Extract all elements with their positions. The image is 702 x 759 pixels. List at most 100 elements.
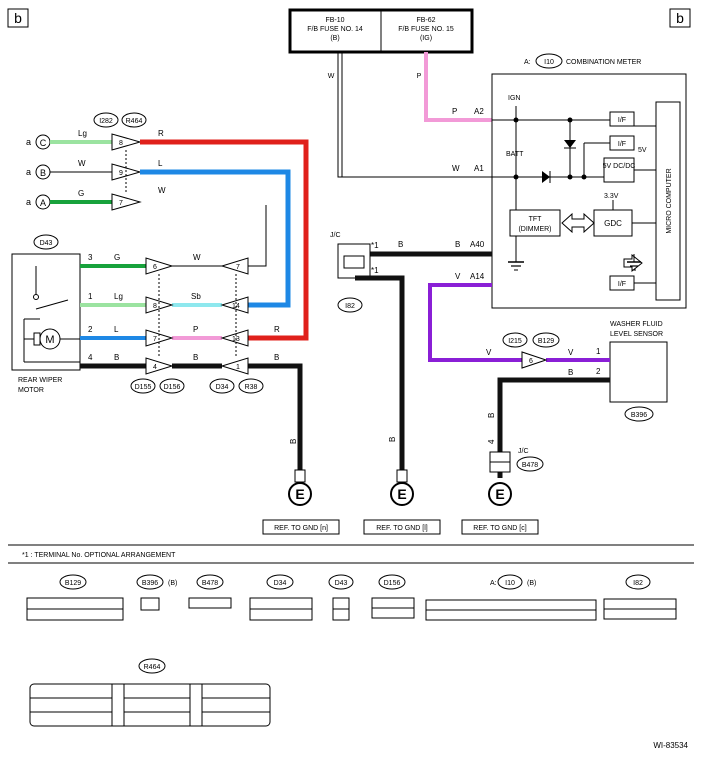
ground-3-ref: REF. TO GND [c] (473, 525, 526, 532)
washer-sensor-box (609, 341, 668, 403)
wire-b-washer (497, 377, 610, 478)
d-pin-4: 4 (153, 364, 157, 371)
row4-wire: B (114, 353, 119, 362)
abc-a-a: a (26, 197, 31, 207)
conn-d156: D156 (164, 384, 181, 391)
washer-title-1: WASHER FLUID (610, 321, 663, 328)
abc-inputs: a C Lg a B W a A G (26, 129, 112, 210)
page-marker-left (7, 8, 29, 28)
d-pin-6: 6 (153, 264, 157, 271)
face-label-d156: D156 (384, 580, 401, 587)
jc-label: J/C (330, 232, 341, 239)
abc-wire-g: G (78, 189, 84, 198)
abc-a-b: a (26, 167, 31, 177)
conn-r464: R464 (126, 118, 143, 125)
washer-wire-v-right: V (568, 348, 574, 357)
washer-wire-v-left: V (486, 348, 492, 357)
row1-wire: G (114, 253, 120, 262)
page-marker-right-text: b (676, 10, 684, 26)
washer-jc-pin: 4 (487, 439, 496, 444)
meter-wire-w: W (452, 164, 460, 173)
face-label-r464: R464 (144, 664, 161, 671)
fuse-1-id: FB-10 (325, 17, 344, 24)
wire-p-fuse (424, 52, 492, 122)
connector-d155-d156: 6 8 7 4 (145, 257, 174, 375)
ground-3-symbol: E (495, 486, 504, 502)
meter-dcdc: 5V DC/DC (603, 163, 636, 170)
rear-wiper-motor-box (11, 253, 81, 371)
wire-l-loop (140, 169, 291, 308)
abc-letter-a: A (40, 198, 46, 208)
washer-vertical-wire: B (487, 413, 496, 418)
face-label-i10-suffix: (B) (527, 580, 536, 587)
abc-out-r: R (158, 129, 164, 138)
jc-ref: I82 (345, 303, 355, 310)
d34-pin-7: 7 (236, 264, 240, 271)
meter-pin-a2: A2 (474, 107, 484, 116)
row1-mid-wire: W (193, 253, 201, 262)
meter-name: COMBINATION METER (566, 59, 641, 66)
meter-micro-label: MICRO COMPUTER (666, 168, 673, 233)
meter-gdc: GDC (604, 219, 622, 228)
ground-3: E REF. TO GND [c] (461, 482, 539, 535)
washer-wire-b: B (568, 368, 573, 377)
wire-r-loop (140, 139, 309, 341)
meter-if-1: I/F (618, 117, 626, 124)
meter-wire-p: P (452, 107, 457, 116)
wire-motor-ground (248, 363, 303, 478)
motor-symbol: M (45, 334, 54, 346)
page-marker-left-text: b (14, 10, 22, 26)
abc-wire-w: W (78, 159, 86, 168)
row1-pin: 3 (88, 253, 93, 262)
ground-1: B E REF. TO GND [n] (262, 439, 340, 535)
row4-mid-wire: B (193, 353, 198, 362)
washer-jc-label: J/C (518, 448, 529, 455)
meter-pin-a40: A40 (470, 240, 485, 249)
row2-mid-wire: Sb (191, 292, 201, 301)
abc-wire-lg: Lg (78, 129, 87, 138)
jc-star1: *1 (371, 241, 379, 250)
face-label-b396-suffix: (B) (168, 580, 177, 587)
conn-d34: D34 (216, 384, 229, 391)
meter-connector-label: I10 (544, 59, 554, 66)
conn-d43: D43 (40, 240, 53, 247)
ground-2-ref: REF. TO GND [l] (376, 525, 428, 532)
conn-i282: I282 (99, 118, 113, 125)
wire-w-label: W (328, 73, 335, 80)
abc-pin-9: 9 (119, 170, 123, 177)
wire-w-fuse (337, 52, 492, 178)
abc-a-c: a (26, 137, 31, 147)
meter-pin-a1: A1 (474, 164, 484, 173)
face-label-i10-prefix: A: (490, 580, 497, 587)
ground-1-ref: REF. TO GND [n] (274, 525, 328, 532)
face-label-b396: B396 (142, 580, 158, 587)
figure-id: WI-83534 (653, 741, 688, 750)
face-label-d34: D34 (274, 580, 287, 587)
meter-tft-1: TFT (529, 216, 543, 223)
d34-pin-1: 1 (236, 364, 240, 371)
row2-pin: 1 (88, 292, 93, 301)
meter-batt-label: BATT (506, 151, 524, 158)
meter-if-3: I/F (618, 281, 626, 288)
fuse-2-line1: F/B FUSE NO. 15 (398, 26, 454, 33)
meter-pin-a14: A14 (470, 272, 485, 281)
meter-tft-2: (DIMMER) (518, 226, 551, 233)
meter-5v: 5V (638, 147, 647, 154)
jc-vertical-wire: B (388, 437, 397, 442)
wire-v-a14 (428, 283, 522, 362)
ground-1-wire: B (289, 439, 298, 444)
abc-pin-7: 7 (119, 200, 123, 207)
washer-title-2: LEVEL SENSOR (610, 331, 663, 338)
face-label-i82: I82 (633, 580, 643, 587)
meter-wire-b: B (455, 240, 460, 249)
face-label-b129: B129 (65, 580, 81, 587)
row2-wire: Lg (114, 292, 123, 301)
fuse-2-id: FB-62 (416, 17, 435, 24)
meter-if-2: I/F (618, 141, 626, 148)
ground-2-symbol: E (397, 486, 406, 502)
face-b396 (140, 597, 160, 611)
meter-prefix: A: (524, 59, 531, 66)
connector-d34-r38: 7 14 13 1 (220, 257, 249, 375)
meter-ign-label: IGN (508, 95, 520, 102)
conn-i215: I215 (508, 338, 522, 345)
